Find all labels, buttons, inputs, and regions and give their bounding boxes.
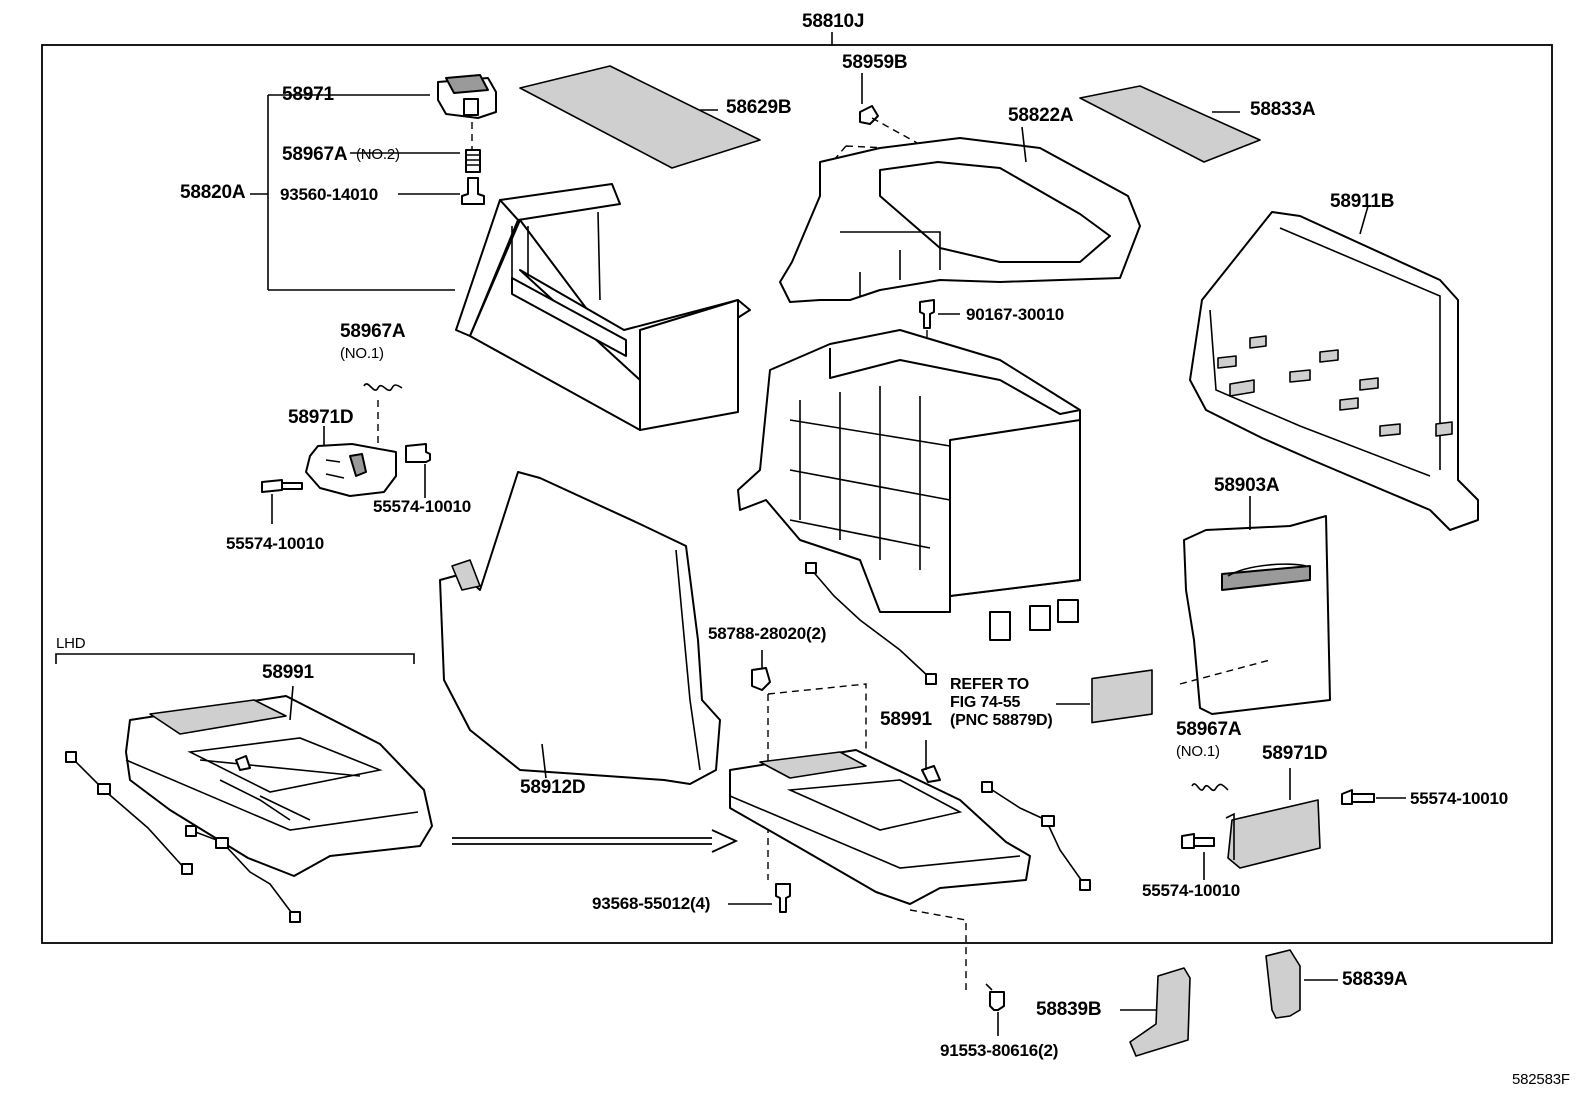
label-58967A-no1-right-note: (NO.1): [1176, 743, 1220, 760]
screw-93560-illustration: [461, 177, 485, 205]
latch-58971D-right-illustration: [1225, 799, 1321, 869]
label-58833A: 58833A: [1250, 99, 1316, 120]
label-58839B: 58839B: [1036, 999, 1102, 1020]
label-58810J: 58810J: [802, 11, 865, 32]
label-58971: 58971: [282, 84, 334, 105]
cable-middle-illustration: [805, 562, 937, 685]
cable-left-1-illustration: [65, 751, 193, 875]
label-refer-line3: (PNC 58879D): [950, 712, 1053, 729]
bolt-55574-d-illustration: [1181, 833, 1215, 849]
label-58911B: 58911B: [1330, 191, 1395, 212]
label-55574-10010-d: 55574-10010: [1142, 881, 1241, 900]
mat-58629B-illustration: [519, 65, 761, 169]
spring-58967A-no1-right-illustration: [1191, 783, 1229, 792]
spring-58967A-no2-illustration: [465, 149, 481, 173]
label-58822A: 58822A: [1008, 105, 1074, 126]
label-58991-left: 58991: [262, 662, 314, 683]
label-58788-28020: 58788-28020(2): [708, 624, 827, 643]
label-refer-line2: FIG 74-55: [950, 694, 1021, 711]
console-body-illustration: [737, 329, 1081, 641]
latch-58971-illustration: [437, 74, 497, 119]
label-55574-10010-b: 55574-10010: [226, 534, 325, 553]
latch-58971D-illustration: [305, 443, 397, 497]
bolt-55574-b-illustration: [261, 479, 303, 493]
label-91553-80616: 91553-80616(2): [940, 1041, 1059, 1060]
label-58959B: 58959B: [842, 52, 908, 73]
bolt-91553-illustration: [985, 983, 1005, 1011]
label-58629B: 58629B: [726, 97, 792, 118]
label-58967A-no1-note: (NO.1): [340, 345, 384, 362]
label-58839A: 58839A: [1342, 969, 1408, 990]
side-panel-58912D-illustration: [439, 471, 721, 785]
frame-58991-right-illustration: [729, 749, 1031, 905]
box-58820A-illustration: [455, 183, 751, 431]
lid-58822A-illustration: [779, 137, 1141, 303]
label-lhd: LHD: [56, 635, 86, 652]
label-93560-14010: 93560-14010: [280, 185, 379, 204]
clip-58959B-illustration: [859, 105, 879, 125]
mat-58833A-illustration: [1079, 85, 1261, 163]
label-58991-right: 58991: [880, 709, 932, 730]
bolt-55574-c-illustration: [1341, 789, 1375, 805]
label-58820A: 58820A: [180, 182, 246, 203]
screw-90167-illustration: [919, 299, 935, 329]
reference-box: [1091, 669, 1153, 724]
bolt-55574-a-illustration: [405, 443, 431, 463]
front-panel-58903A-illustration: [1183, 515, 1331, 715]
screw-93568-illustration: [775, 883, 791, 913]
cover-58839A-illustration: [1265, 949, 1301, 1019]
label-58967A-no2: 58967A: [282, 144, 348, 165]
label-refer-line1: REFER TO: [950, 676, 1030, 693]
label-55574-10010-a: 55574-10010: [373, 497, 472, 516]
label-58967A-no1-right: 58967A: [1176, 719, 1242, 740]
cover-58839B-illustration: [1129, 967, 1191, 1057]
label-58971D-right: 58971D: [1262, 743, 1328, 764]
label-58967A-no2-note: (NO.2): [356, 146, 400, 163]
cable-right-illustration: [981, 781, 1091, 891]
label-58912D: 58912D: [520, 777, 586, 798]
diagram-frame: [41, 44, 1553, 944]
cable-left-2-illustration: [185, 825, 301, 923]
figure-code: 582583F: [1512, 1071, 1570, 1088]
label-58903A: 58903A: [1214, 475, 1280, 496]
label-93568-55012: 93568-55012(4): [592, 894, 711, 913]
spring-58967A-no1-illustration: [363, 383, 403, 392]
label-58967A-no1: 58967A: [340, 321, 406, 342]
label-58971D: 58971D: [288, 407, 354, 428]
panel-58911B-illustration: [1189, 211, 1479, 531]
label-55574-10010-c: 55574-10010: [1410, 789, 1509, 808]
clip-58788-illustration: [751, 667, 771, 691]
label-90167-30010: 90167-30010: [966, 305, 1065, 324]
frame-58991-left-illustration: [125, 695, 433, 877]
direction-arrow: [452, 829, 739, 853]
